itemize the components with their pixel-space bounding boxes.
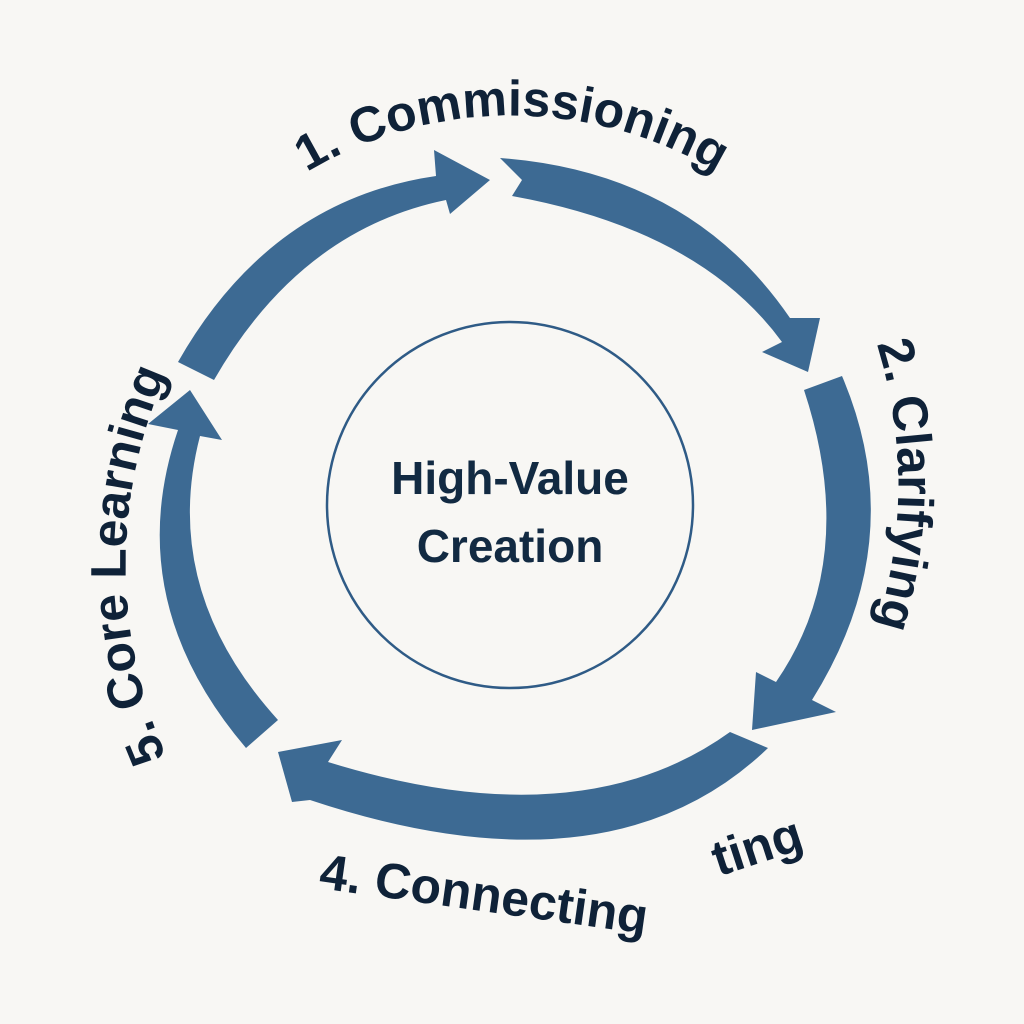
stage-label-fragment: ting xyxy=(705,805,809,887)
arrow-to-connecting xyxy=(278,732,768,840)
center-title-line1: High-Value xyxy=(391,452,629,504)
arrow-connecting-to-core-learning xyxy=(148,390,278,748)
arrow-core-learning-to-commissioning xyxy=(178,150,490,380)
stage-label-clarifying: 2. Clarifying xyxy=(866,332,943,639)
center-title-line2: Creation xyxy=(417,520,604,572)
stage-label-clarifying-text: 2. Clarifying xyxy=(866,332,943,639)
center-circle xyxy=(325,320,695,690)
arrow-commissioning-to-clarifying xyxy=(500,158,820,372)
stage-label-connecting: 4. Connecting xyxy=(316,843,651,944)
arrow-clarifying-to-next xyxy=(752,376,871,730)
